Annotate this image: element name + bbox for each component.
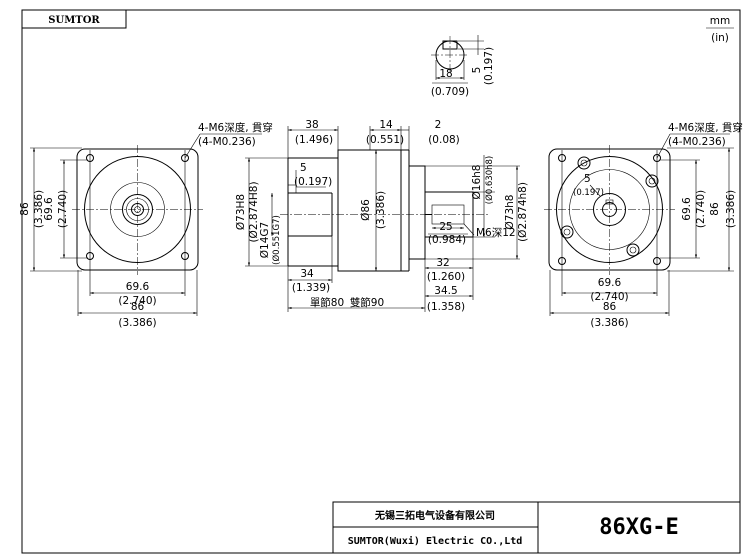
side-d25-in: (0.984)	[428, 234, 466, 246]
left-width-in: (3.386)	[118, 317, 156, 329]
side-dia14: Ø14G7	[259, 222, 271, 258]
left-height-mm: 86	[19, 202, 31, 216]
side-view: 38 (1.496) 14 (0.551) 2 (0.08) 5 (0.197)…	[235, 119, 529, 313]
right-width-mm: 86	[603, 301, 617, 313]
side-len2: 雙節90	[350, 296, 384, 309]
side-dia73-right: Ø73h8	[504, 195, 516, 230]
side-d345-in: (1.358)	[427, 301, 465, 313]
side-d34: 34	[300, 268, 314, 280]
side-d5-in: (0.197)	[294, 176, 332, 188]
side-dia16-in: (Ø0.630h8)	[484, 156, 495, 204]
side-thread: M6深12	[476, 227, 516, 239]
side-d32: 32	[436, 257, 449, 269]
front-view-right: 5 (0.197) 69.6 (2.740) 86 (3.386) 69.6 (…	[544, 121, 743, 329]
key-width-in: (0.709)	[431, 86, 469, 98]
left-hole-note-mm: 4-M6深度, 貫穿	[198, 121, 273, 134]
model-number: 86XG-E	[599, 515, 678, 540]
right-hole-note-in: (4-M0.236)	[668, 136, 726, 148]
key-width-mm: 18	[439, 68, 452, 80]
right-height-mm: 86	[709, 202, 721, 216]
right-d5: 5	[584, 173, 591, 185]
side-d5: 5	[300, 162, 307, 174]
brand-tag-box	[21, 9, 127, 29]
right-d5-in: (0.197)	[573, 188, 604, 198]
side-d38: 38	[305, 119, 318, 131]
side-dia86: Ø86	[360, 199, 372, 221]
right-pcd-v-in: (2.740)	[695, 190, 707, 228]
side-d38-in: (1.496)	[295, 134, 333, 146]
left-pcd-v-mm: 69.6	[43, 197, 55, 221]
left-pcd-h-in: (2.740)	[118, 295, 156, 307]
key-depth-in: (0.197)	[483, 47, 495, 85]
side-d345: 34.5	[434, 285, 457, 297]
right-hole-note-mm: 4-M6深度, 貫穿	[668, 121, 743, 134]
right-pcd-v-mm: 69.6	[681, 197, 693, 221]
left-pcd-h-mm: 69.6	[126, 281, 150, 293]
side-d2-in: (0.08)	[428, 134, 460, 146]
side-dia86-in: (3.386)	[375, 191, 387, 229]
units-mm: mm	[710, 15, 730, 27]
title-block: 无锡三拓电气设备有限公司 SUMTOR(Wuxi) Electric CO.,L…	[332, 501, 741, 554]
side-d14: 14	[379, 119, 393, 131]
side-d2: 2	[435, 119, 442, 131]
key-detail: 18 (0.709) 5 (0.197)	[431, 35, 495, 98]
left-height-in: (3.386)	[33, 190, 45, 228]
side-d14-in: (0.551)	[366, 134, 404, 146]
company-name-cn: 无锡三拓电气设备有限公司	[374, 509, 495, 522]
side-d34-in: (1.339)	[292, 282, 330, 294]
units-inch: (in)	[711, 32, 729, 44]
front-view-left: 69.6 (2.740) 86 (3.386) 86 (3.386) 69.6 …	[19, 121, 273, 329]
side-len1: 單節80	[310, 296, 344, 309]
brand-tag: SUMTOR	[48, 15, 100, 26]
right-height-in: (3.386)	[725, 190, 737, 228]
right-pcd-h-in: (2.740)	[590, 291, 628, 303]
key-depth-mm: 5	[471, 67, 483, 74]
side-dia16: Ø16h8	[471, 165, 483, 200]
side-dia73-left-in: (Ø2.874H8)	[248, 181, 260, 242]
company-name-en: SUMTOR(Wuxi) Electric CO.,Ltd	[348, 535, 523, 547]
right-width-in: (3.386)	[590, 317, 628, 329]
side-d32-in: (1.260)	[427, 271, 465, 283]
side-dia73-right-in: (Ø2.874h8)	[517, 182, 529, 242]
right-pcd-h-mm: 69.6	[598, 277, 622, 289]
left-hole-note-in: (4-M0.236)	[198, 136, 256, 148]
left-pcd-v-in: (2.740)	[57, 190, 69, 228]
side-d25: 25	[439, 221, 452, 233]
side-dia73-left: Ø73H8	[235, 194, 247, 230]
left-width-mm: 86	[131, 301, 145, 313]
side-dia14-in: (Ø0.551G7)	[271, 215, 282, 265]
